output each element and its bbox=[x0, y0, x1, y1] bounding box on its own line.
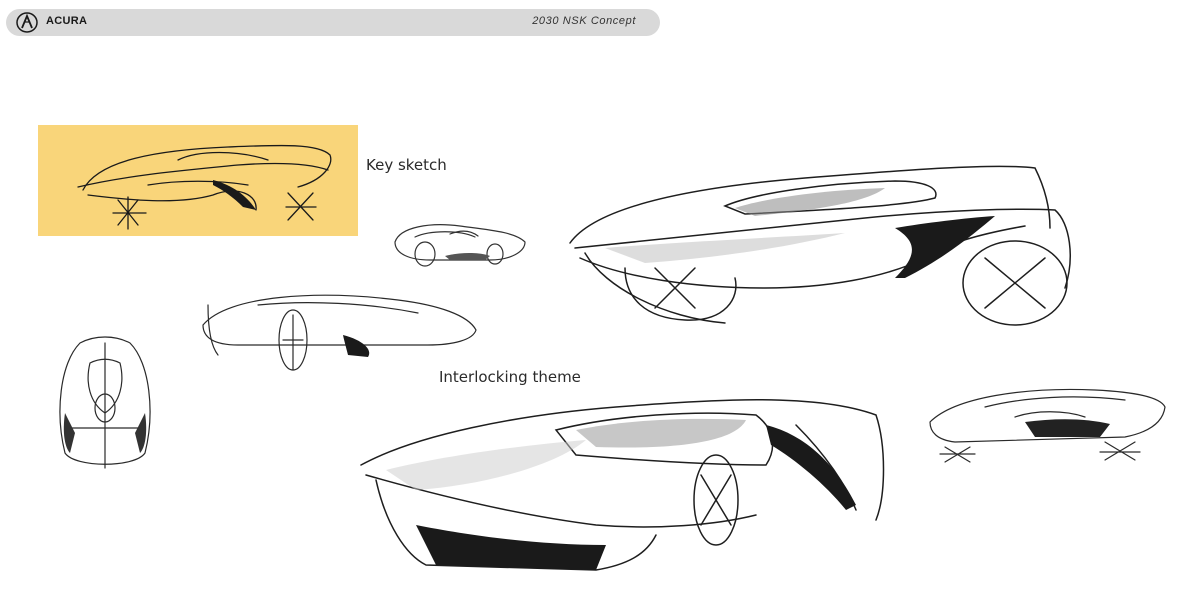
key-sketch-panel bbox=[38, 125, 358, 236]
hero-car-sketch bbox=[569, 165, 1071, 326]
front-view-sketch bbox=[59, 336, 151, 469]
interlocking-car-sketch bbox=[360, 398, 885, 571]
key-sketch-label: Key sketch bbox=[366, 156, 447, 174]
concept-title: 2030 NSK Concept bbox=[532, 15, 636, 27]
three-quarter-car-sketch bbox=[929, 388, 1166, 463]
header-bar: ACURA 2030 NSK Concept bbox=[6, 9, 660, 36]
acura-logo-icon bbox=[16, 12, 38, 33]
key-sketch-drawing bbox=[77, 144, 332, 230]
small-car-sketch bbox=[394, 224, 526, 267]
brand-name: ACURA bbox=[46, 15, 88, 27]
side-car-sketch bbox=[202, 294, 477, 371]
interlocking-theme-label: Interlocking theme bbox=[439, 368, 581, 386]
